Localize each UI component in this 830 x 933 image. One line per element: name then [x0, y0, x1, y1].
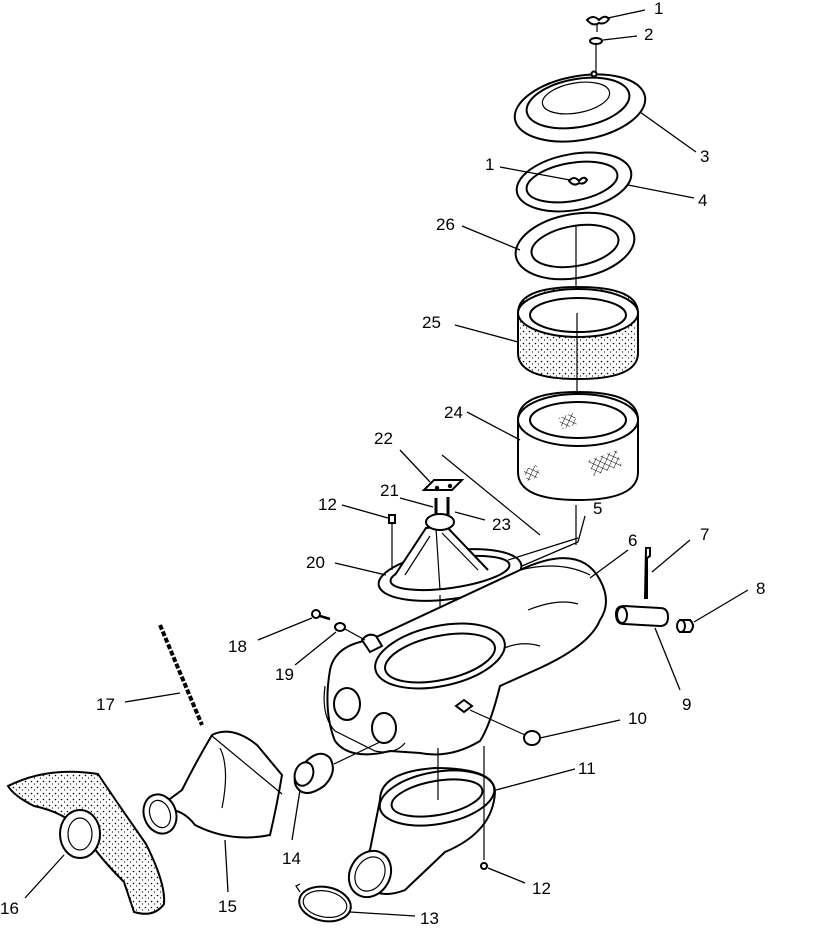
callout-22: 22: [374, 429, 393, 448]
callout-6: 6: [628, 531, 637, 550]
airbox-part-6: [323, 557, 607, 756]
screw-part-12-lower: [480, 746, 488, 870]
callout-11: 11: [578, 759, 596, 778]
callout-19: 19: [275, 665, 294, 684]
callout-12-lower: 12: [532, 879, 551, 898]
callout-1-lower: 1: [485, 155, 494, 174]
clamp-part-7: [643, 547, 651, 599]
callout-7: 7: [700, 525, 709, 544]
callout-8: 8: [756, 579, 765, 598]
clamp-ring-part-13: [295, 883, 352, 923]
callout-14: 14: [282, 849, 301, 868]
screw-part-12-upper: [388, 514, 396, 570]
callout-9: 9: [682, 695, 691, 714]
wing-nut-part-1: [585, 15, 611, 32]
washer-part-2: [589, 37, 603, 72]
callout-17: 17: [96, 695, 115, 714]
callout-2: 2: [644, 25, 653, 44]
foam-shield-part-16: [6, 770, 166, 915]
leader-lines: [24, 9, 749, 917]
screw-part-18: [311, 609, 331, 621]
lid-part-3: [513, 70, 647, 143]
callout-25: 25: [422, 313, 441, 332]
grommet-part-10: [469, 709, 541, 746]
callout-4: 4: [698, 191, 707, 210]
callout-16: 16: [0, 899, 19, 918]
callouts: 1 2 3 1 4 26 25 24 22 21 12 23 5 6 7 20 …: [0, 0, 765, 928]
callout-24: 24: [444, 403, 463, 422]
callout-20: 20: [306, 553, 325, 572]
alignment-lines: [441, 454, 579, 561]
wing-nut-part-1-lower: [567, 176, 589, 186]
callout-3: 3: [700, 147, 709, 166]
callout-5: 5: [593, 499, 602, 518]
strap-part-17: [158, 624, 204, 726]
callout-26: 26: [436, 215, 455, 234]
hose-part-9: [614, 604, 670, 628]
callout-10: 10: [628, 709, 647, 728]
gasket-part-26: [514, 211, 636, 296]
cap-part-8: [676, 619, 694, 633]
bracket-part-20: [377, 513, 523, 640]
sleeve-part-14: [293, 741, 381, 794]
callout-1-top: 1: [654, 0, 663, 18]
callout-23: 23: [492, 515, 511, 534]
washer-part-19: [334, 622, 366, 641]
callout-13: 13: [420, 909, 439, 928]
funnel-part-15: [142, 730, 284, 839]
callout-12-upper: 12: [318, 495, 337, 514]
callout-18: 18: [228, 637, 247, 656]
callout-15: 15: [218, 897, 237, 916]
foam-filter-part-25: [517, 285, 639, 410]
callout-21: 21: [380, 481, 399, 500]
boot-part-11: [347, 748, 497, 899]
filter-element-part-24: [517, 390, 639, 545]
plate-part-22: [421, 479, 465, 491]
